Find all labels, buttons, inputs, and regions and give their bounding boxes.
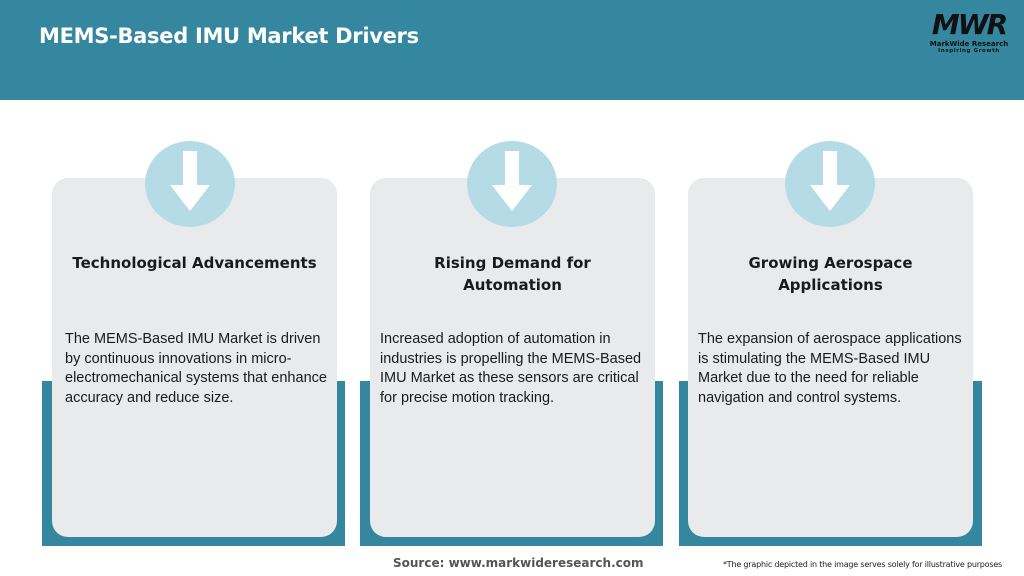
card-body: The expansion of aerospace applications …	[698, 331, 962, 406]
disclaimer-text: *The graphic depicted in the image serve…	[723, 560, 1003, 569]
arrow-down-icon	[492, 151, 532, 211]
driver-card-aerospace: Growing Aerospace Applications The expan…	[688, 178, 973, 537]
header-banner: MEMS-Based IMU Market Drivers MWR MarkWi…	[0, 0, 1024, 100]
icon-circle	[145, 141, 235, 227]
arrow-down-icon	[810, 151, 850, 211]
logo-tagline: Inspiring Growth	[938, 48, 1000, 54]
logo-mark: MWR	[931, 8, 1008, 41]
card-title: Technological Advancements	[72, 254, 317, 272]
card-title: Rising Demand for Automation	[434, 254, 591, 294]
driver-card-automation: Rising Demand for Automation Increased a…	[370, 178, 655, 537]
source-text: Source: www.markwideresearch.com	[393, 556, 644, 570]
logo-name: MarkWide Research	[929, 40, 1009, 48]
card-body: The MEMS-Based IMU Market is driven by c…	[65, 331, 327, 406]
card-title: Growing Aerospace Applications	[748, 254, 913, 294]
icon-circle	[467, 141, 557, 227]
page-title: MEMS-Based IMU Market Drivers	[39, 24, 419, 48]
driver-card-technological: Technological Advancements The MEMS-Base…	[52, 178, 337, 537]
icon-circle	[785, 141, 875, 227]
card-body: Increased adoption of automation in indu…	[380, 331, 642, 406]
arrow-down-icon	[170, 151, 210, 211]
markwide-logo: MWR MarkWide Research Inspiring Growth	[924, 10, 1014, 60]
